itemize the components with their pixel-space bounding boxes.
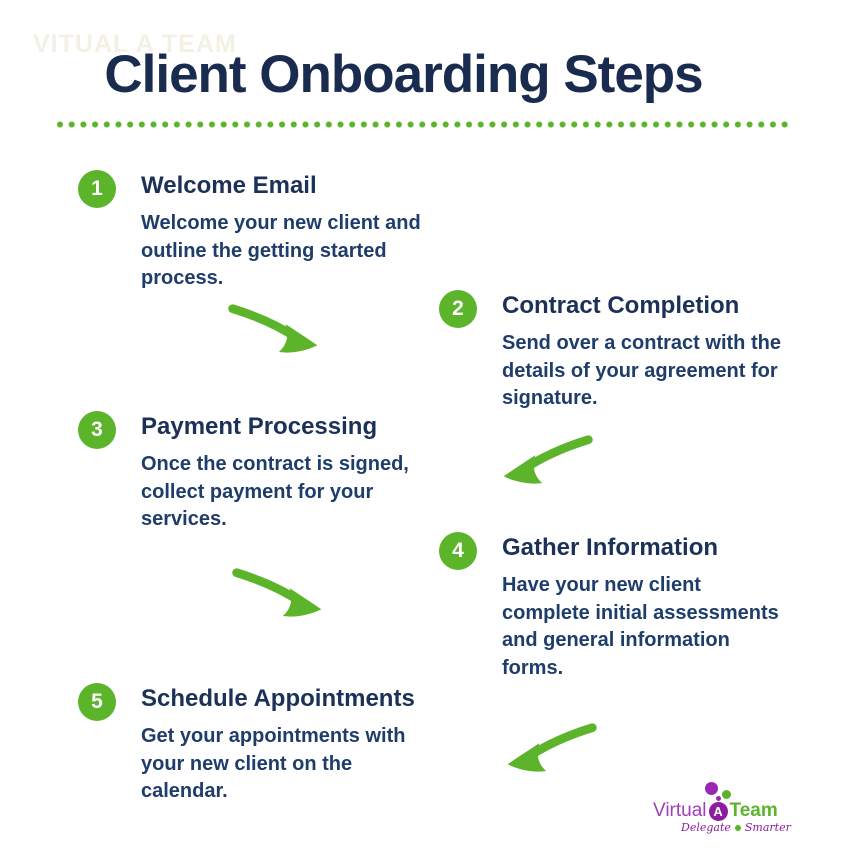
step-item-2: 2 Contract Completion Send over a contra… [439,290,832,413]
logo-word-virtual: Virtual [653,800,707,821]
watermark-text: VITUAL A TEAM [33,30,237,58]
step-description: Get your appointments with your new clie… [141,725,406,802]
tagline-dot-icon [734,824,741,831]
step-description: Welcome your new client and outline the … [141,212,421,289]
step-text-block: Gather Information Have your new client … [502,532,832,682]
step-text-block: Contract Completion Send over a contract… [502,290,832,413]
tagline-word-smarter: Smarter [744,821,791,834]
step-number-badge: 5 [78,683,116,721]
logo-a-badge: A [708,801,728,821]
step-number-badge: 4 [439,532,477,570]
step-text-block: Welcome Email Welcome your new client an… [141,170,471,293]
step-number-badge: 1 [78,170,116,208]
page-title: Client Onboarding Steps [104,45,703,104]
step-item-1: 1 Welcome Email Welcome your new client … [78,170,471,293]
logo-wordmark: Virtual A Team [653,800,778,822]
step-item-3: 3 Payment Processing Once the contract i… [78,411,471,534]
step-heading: Gather Information [502,534,719,561]
step-heading: Schedule Appointments [141,685,415,712]
step-description: Once the contract is signed, collect pay… [141,453,409,530]
arrow-right-icon [232,565,326,617]
step-description: Send over a contract with the details of… [502,332,781,409]
step-number-badge: 3 [78,411,116,449]
step-item-5: 5 Schedule Appointments Get your appoint… [78,683,471,806]
logo-tagline: Delegate Smarter [681,821,791,834]
step-heading: Welcome Email [141,172,317,199]
step-text-block: Payment Processing Once the contract is … [141,411,471,534]
logo-dot-purple-icon [705,782,718,795]
step-item-4: 4 Gather Information Have your new clien… [439,532,832,682]
step-number-badge: 2 [439,290,477,328]
arrow-left-icon [503,720,597,772]
logo-word-team: Team [729,800,778,821]
step-text-block: Schedule Appointments Get your appointme… [141,683,471,806]
logo-dot-small-icon [716,796,721,801]
arrow-right-icon [228,301,322,353]
tagline-word-delegate: Delegate [681,821,731,834]
logo-dot-green-icon [722,790,731,799]
arrow-left-icon [499,432,593,484]
step-heading: Payment Processing [141,413,378,440]
brand-logo: Virtual A Team Delegate Smarter [653,780,803,840]
dotted-divider [56,120,791,129]
step-heading: Contract Completion [502,292,740,319]
step-description: Have your new client complete initial as… [502,574,779,679]
